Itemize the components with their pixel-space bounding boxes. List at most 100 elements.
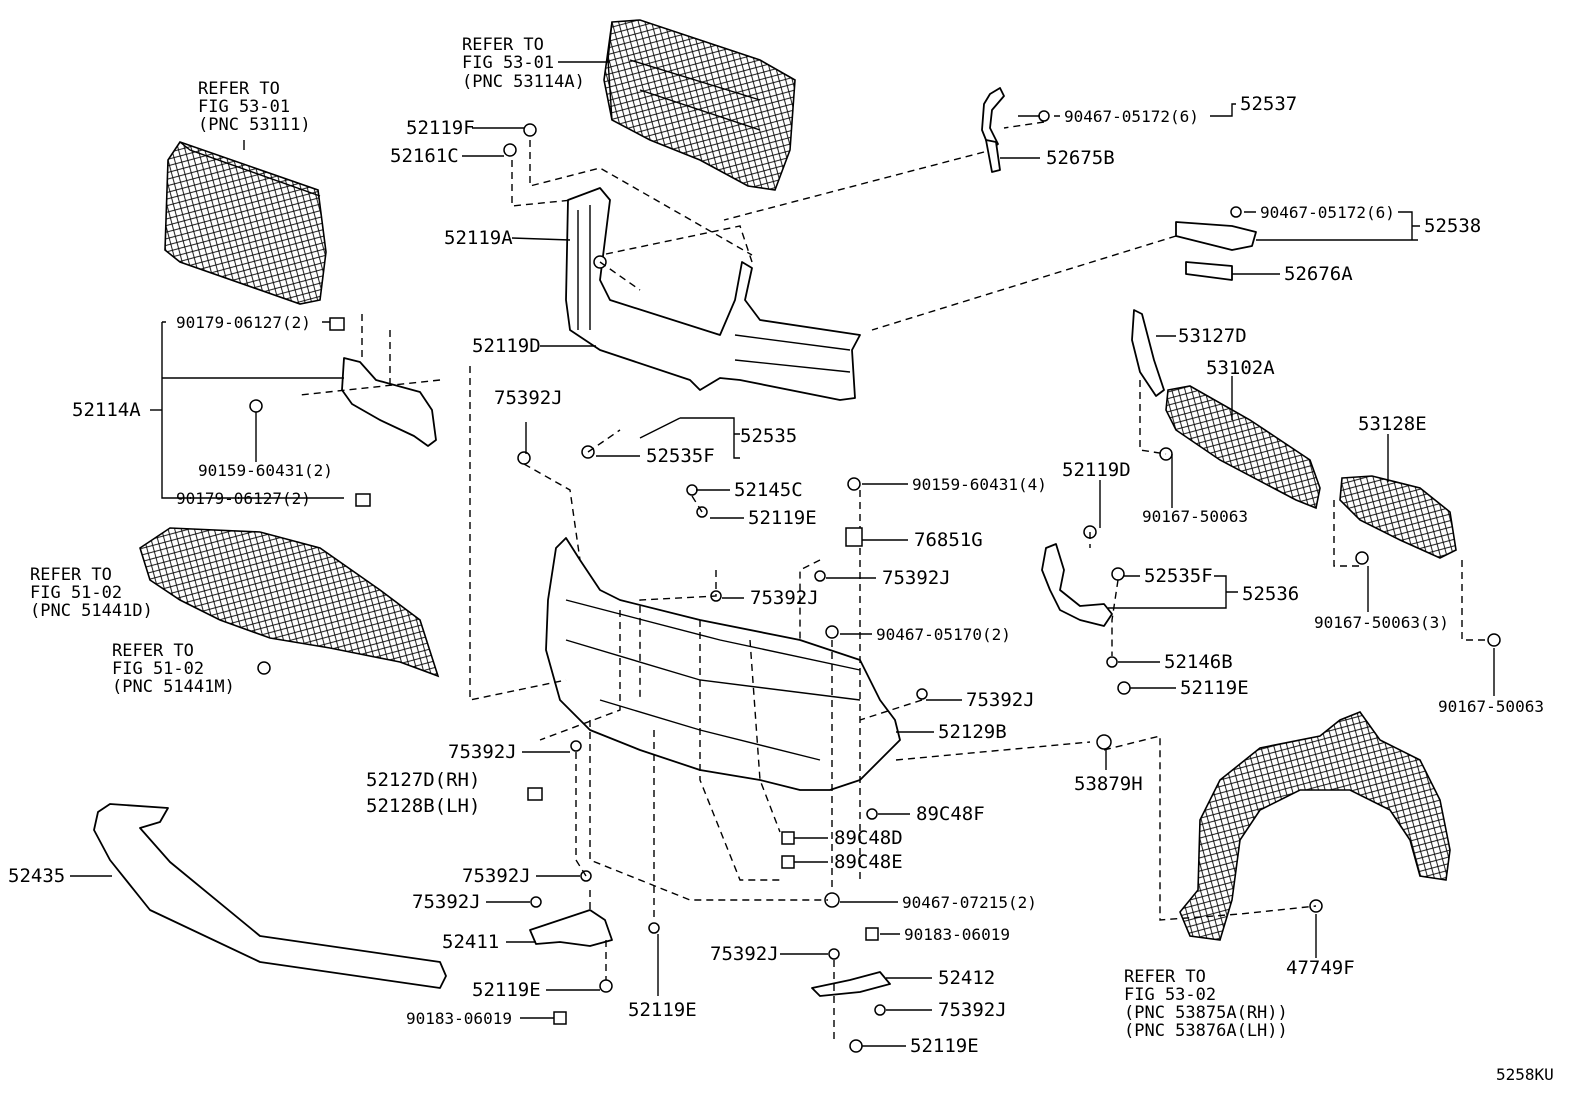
bracket-52412-part (811, 971, 891, 997)
refer-line: REFER TO (462, 35, 544, 55)
moulding-52538-part (1175, 221, 1257, 281)
refer-line: FIG 53-02 (1124, 985, 1216, 1005)
part-label[interactable]: 52536 (1242, 583, 1299, 605)
refer-note-upper-grille: REFER TO FIG 53-01 (PNC 53114A) (462, 35, 585, 92)
part-label[interactable]: 52535F (646, 445, 715, 467)
part-label[interactable]: 90183-06019 (406, 1009, 512, 1028)
part-label[interactable]: 52435 (8, 865, 65, 887)
engine-under-cover-part (139, 527, 440, 678)
radiator-grille-part (164, 141, 327, 305)
part-label[interactable]: 90179-06127(2) (176, 313, 311, 332)
part-label[interactable]: 75392J (750, 587, 819, 609)
part-number-labels: 52119F 52161C 52119A 52537 90467-05172(6… (8, 93, 1554, 1084)
side-retainer-52536-part (1041, 543, 1113, 627)
refer-line: FIG 51-02 (30, 583, 122, 603)
part-label[interactable]: 89C48E (834, 851, 903, 873)
part-label[interactable]: 52119E (910, 1035, 979, 1057)
part-label[interactable]: 52411 (442, 931, 499, 953)
part-label[interactable]: 75392J (938, 999, 1007, 1021)
part-label[interactable]: 52128B(LH) (366, 795, 480, 817)
part-label[interactable]: 75392J (448, 741, 517, 763)
part-label[interactable]: 52538 (1424, 215, 1481, 237)
part-label[interactable]: 52145C (734, 479, 803, 501)
part-label[interactable]: 90467-05172(6) (1260, 203, 1395, 222)
part-label[interactable]: 90467-05172(6) (1064, 107, 1199, 126)
part-label[interactable]: 90159-60431(2) (198, 461, 333, 480)
refer-note-cover-clip: REFER TO FIG 51-02 (PNC 51441M) (112, 641, 235, 697)
refer-line: (PNC 53114A) (462, 72, 585, 92)
side-moulding-52537-part (981, 87, 1005, 173)
part-label[interactable]: 52537 (1240, 93, 1297, 115)
part-label[interactable]: 52129B (938, 721, 1007, 743)
refer-line: (PNC 51441M) (112, 677, 235, 697)
refer-line: (PNC 53111) (198, 115, 311, 135)
part-label[interactable]: 90467-05170(2) (876, 625, 1011, 644)
fender-liner-part (1179, 711, 1451, 941)
part-label[interactable]: 52119E (628, 999, 697, 1021)
part-label[interactable]: 52119A (444, 227, 513, 249)
leader-lines (70, 61, 1495, 1047)
bracket-53127D-part (1131, 309, 1165, 397)
part-label[interactable]: 75392J (966, 689, 1035, 711)
lower-spoiler-52435-part (93, 803, 447, 989)
part-label[interactable]: 90167-50063(3) (1314, 613, 1449, 632)
bumper-retainer-52119A-part (565, 187, 861, 401)
part-label[interactable]: 89C48F (916, 803, 985, 825)
assembly-dashed-lines (299, 121, 1490, 1040)
fog-cover-53128E-part (1339, 475, 1457, 559)
part-label[interactable]: 52676A (1284, 263, 1353, 285)
refer-line: REFER TO (30, 565, 112, 585)
part-label[interactable]: 52119E (1180, 677, 1249, 699)
front-bumper-cover-part (545, 537, 901, 791)
part-label[interactable]: 90183-06019 (904, 925, 1010, 944)
part-label[interactable]: 76851G (914, 529, 983, 551)
diagram-id: 5258KU (1496, 1065, 1554, 1084)
part-label[interactable]: 47749F (1286, 957, 1355, 979)
refer-line: (PNC 53875A(RH)) (1124, 1003, 1288, 1023)
part-label[interactable]: 52412 (938, 967, 995, 989)
part-label[interactable]: 75392J (412, 891, 481, 913)
part-label[interactable]: 90179-06127(2) (176, 489, 311, 508)
refer-note-under-cover: REFER TO FIG 51-02 (PNC 51441D) (30, 565, 153, 621)
part-label[interactable]: 52161C (390, 145, 459, 167)
upper-grille-part (603, 19, 796, 191)
part-label[interactable]: 52119E (748, 507, 817, 529)
refer-line: FIG 51-02 (112, 659, 204, 679)
part-label[interactable]: 52675B (1046, 147, 1115, 169)
part-label[interactable]: 75392J (882, 567, 951, 589)
part-label[interactable]: 52119E (472, 979, 541, 1001)
part-label[interactable]: 52535F (1144, 565, 1213, 587)
part-label[interactable]: 90167-50063 (1438, 697, 1544, 716)
part-label[interactable]: 75392J (710, 943, 779, 965)
part-label[interactable]: 52119D (1062, 459, 1131, 481)
refer-line: FIG 53-01 (462, 53, 554, 73)
part-label[interactable]: 53879H (1074, 773, 1143, 795)
refer-line: REFER TO (1124, 967, 1206, 987)
part-label[interactable]: 89C48D (834, 827, 903, 849)
part-label[interactable]: 90167-50063 (1142, 507, 1248, 526)
refer-line: (PNC 53876A(LH)) (1124, 1021, 1288, 1041)
part-label[interactable]: 52127D(RH) (366, 769, 480, 791)
refer-line: (PNC 51441D) (30, 601, 153, 621)
part-label[interactable]: 90467-07215(2) (902, 893, 1037, 912)
part-label[interactable]: 53102A (1206, 357, 1275, 379)
part-label[interactable]: 52146B (1164, 651, 1233, 673)
part-label[interactable]: 53127D (1178, 325, 1247, 347)
refer-line: REFER TO (198, 79, 280, 99)
fasteners (249, 110, 1501, 1053)
part-label[interactable]: 53128E (1358, 413, 1427, 435)
refer-note-liner: REFER TO FIG 53-02 (PNC 53875A(RH)) (PNC… (1124, 967, 1288, 1041)
bracket-52411-part (529, 909, 613, 947)
part-label[interactable]: 75392J (494, 387, 563, 409)
part-label[interactable]: 52535 (740, 425, 797, 447)
license-bracket-52114A-part (329, 317, 437, 507)
refer-note-radiator-grille: REFER TO FIG 53-01 (PNC 53111) (198, 79, 311, 135)
part-label[interactable]: 52119D (472, 335, 541, 357)
refer-line: REFER TO (112, 641, 194, 661)
refer-line: FIG 53-01 (198, 97, 290, 117)
part-label[interactable]: 75392J (462, 865, 531, 887)
part-label[interactable]: 52114A (72, 399, 141, 421)
part-label[interactable]: 90159-60431(4) (912, 475, 1047, 494)
part-label[interactable]: 52119F (406, 117, 475, 139)
